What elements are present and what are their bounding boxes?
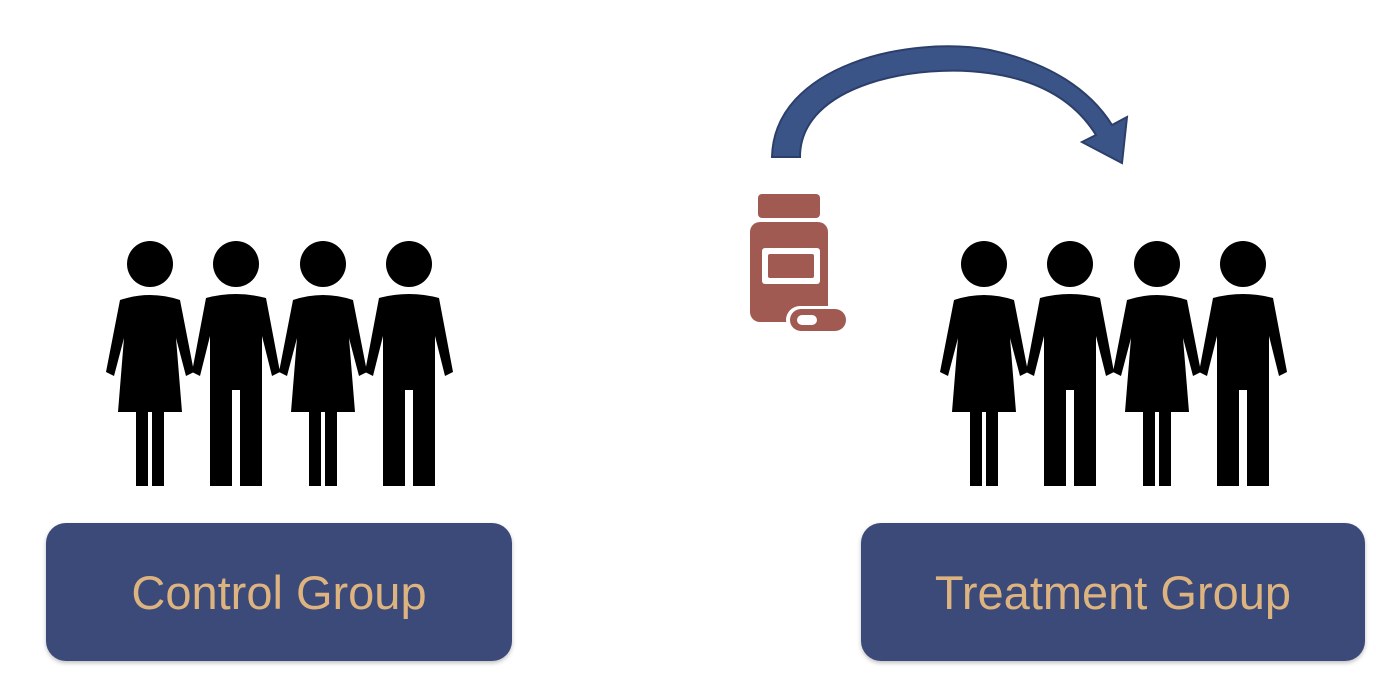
person-icon [279, 241, 367, 486]
person-icon [940, 241, 1028, 486]
person-icon [1199, 241, 1287, 486]
control-group-people [96, 240, 466, 490]
person-icon [1113, 241, 1201, 486]
treatment-group-people [930, 240, 1300, 490]
person-icon [192, 241, 280, 486]
person-icon [365, 241, 453, 486]
person-icon [106, 241, 194, 486]
person-icon [1026, 241, 1114, 486]
treatment-group-label: Treatment Group [934, 565, 1292, 619]
treatment-group-box: Treatment Group [861, 523, 1365, 661]
medicine-bottle-icon [750, 194, 848, 334]
control-group-label: Control Group [131, 565, 427, 619]
control-group-box: Control Group [46, 523, 512, 661]
curved-arrow-icon [770, 45, 1129, 165]
